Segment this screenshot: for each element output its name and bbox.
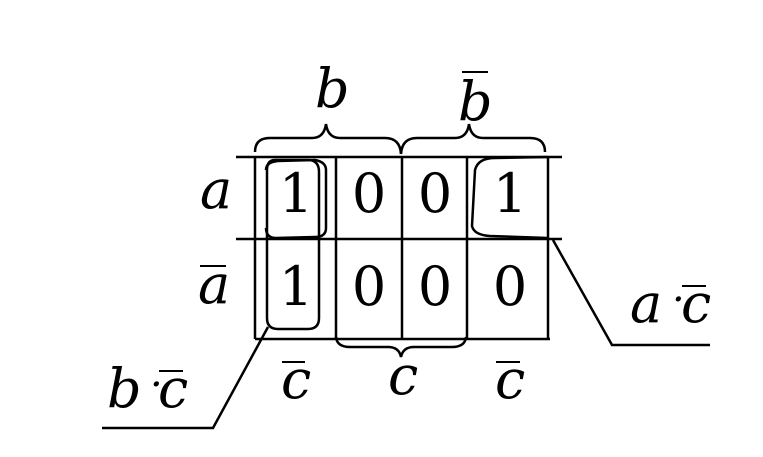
callout-left-b: b (107, 357, 142, 420)
cell-r0-c0: 1 (279, 162, 313, 225)
label-b-bar: b (458, 70, 493, 133)
cell-r0-c1: 0 (352, 162, 386, 225)
group-loop-a-cbar (470, 155, 549, 240)
brace-b-bar (399, 123, 547, 155)
cell-r0-c3: 1 (493, 162, 527, 225)
cell-r0-c2: 0 (418, 162, 452, 225)
bottom-label-cbar-right: c (495, 348, 525, 411)
cell-r1-c2: 0 (418, 255, 452, 318)
callout-right-cbar: c (681, 272, 711, 335)
bottom-label-c: c (388, 344, 418, 407)
group-loop-left-top (264, 158, 328, 240)
callout-left-dot: · (150, 362, 163, 408)
brace-c (334, 336, 468, 358)
row-label-a: a (200, 158, 232, 221)
label-b: b (315, 57, 350, 120)
callout-right-a: a (630, 272, 662, 335)
cell-r1-c0: 1 (279, 255, 313, 318)
callout-line-left (102, 326, 270, 430)
bottom-label-cbar-left: c (281, 348, 311, 411)
brace-b (253, 123, 403, 155)
callout-right-dot: · (672, 277, 685, 323)
cell-r1-c1: 0 (352, 255, 386, 318)
callout-left-cbar: c (158, 357, 188, 420)
callout-line-right (551, 239, 710, 347)
cell-r1-c3: 0 (493, 255, 527, 318)
row-label-a-bar: a (198, 253, 230, 316)
